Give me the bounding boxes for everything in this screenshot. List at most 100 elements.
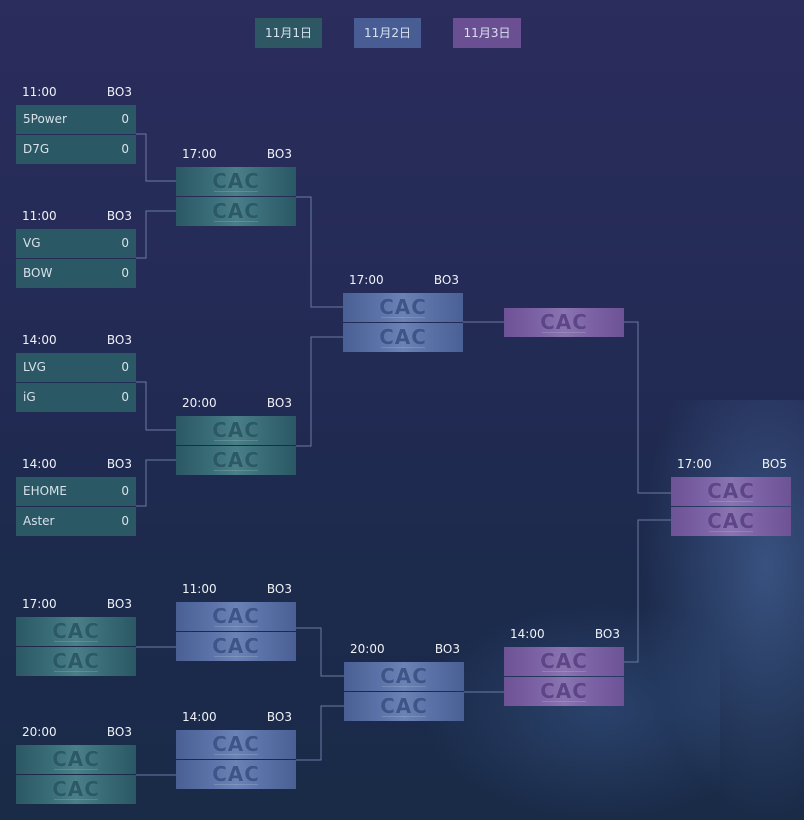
team-slot-tbd[interactable]: CAC xyxy=(16,617,136,646)
cac-logo: CAC xyxy=(212,634,260,658)
match-r2m2: 20:00 BO3 CAC CAC xyxy=(176,396,296,476)
match-r3m1: 17:00 BO3 CAC CAC xyxy=(343,273,463,353)
match-time: 20:00 xyxy=(350,642,385,656)
match-time: 14:00 xyxy=(182,710,217,724)
team-score: 0 xyxy=(121,142,129,156)
team-slot-tbd[interactable]: CAC xyxy=(16,745,136,774)
connector-r2m4 xyxy=(296,705,344,761)
cac-logo: CAC xyxy=(212,762,260,786)
match-r2m4: 14:00 BO3 CAC CAC xyxy=(176,710,296,790)
match-format: BO3 xyxy=(106,457,132,471)
team-slot-tbd[interactable]: CAC xyxy=(176,602,296,631)
team-score: 0 xyxy=(121,266,129,280)
match-r1m1: 11:00 BO3 5Power 0 D7G 0 xyxy=(16,85,136,165)
team-slot[interactable]: iG 0 xyxy=(16,383,136,412)
team-slot-tbd[interactable]: CAC xyxy=(16,775,136,804)
team-name: iG xyxy=(23,390,36,404)
match-r4m1: 14:00 BO3 CAC CAC xyxy=(504,627,624,707)
match-r1m6: 20:00 BO3 CAC CAC xyxy=(16,725,136,805)
match-header: 14:00 BO3 xyxy=(16,455,136,473)
team-slot[interactable]: EHOME 0 xyxy=(16,477,136,506)
match-r3m2: 20:00 BO3 CAC CAC xyxy=(344,642,464,722)
cac-logo: CAC xyxy=(212,732,260,756)
match-time: 14:00 xyxy=(510,627,545,641)
team-slot-tbd[interactable]: CAC xyxy=(176,730,296,759)
match-format: BO3 xyxy=(266,147,292,161)
team-slot-tbd[interactable]: CAC xyxy=(504,308,624,337)
team-name: VG xyxy=(23,236,41,250)
connector-r4b xyxy=(624,519,671,663)
match-format: BO3 xyxy=(266,710,292,724)
team-name: LVG xyxy=(23,360,46,374)
cac-logo: CAC xyxy=(540,310,588,334)
match-header: 14:00 BO3 xyxy=(504,625,624,643)
cac-logo: CAC xyxy=(212,199,260,223)
cac-logo: CAC xyxy=(212,169,260,193)
team-slot-tbd[interactable]: CAC xyxy=(344,662,464,691)
tab-day-1[interactable]: 11月1日 xyxy=(255,18,322,48)
team-name: 5Power xyxy=(23,112,67,126)
match-r4-winner-slot: CAC xyxy=(504,308,624,338)
match-time: 11:00 xyxy=(22,85,57,99)
team-slot[interactable]: BOW 0 xyxy=(16,259,136,288)
cac-logo: CAC xyxy=(540,679,588,703)
team-slot-tbd[interactable]: CAC xyxy=(176,197,296,226)
team-slot-tbd[interactable]: CAC xyxy=(344,692,464,721)
team-slot-tbd[interactable]: CAC xyxy=(671,477,791,506)
cac-logo: CAC xyxy=(379,325,427,349)
team-slot-tbd[interactable]: CAC xyxy=(671,507,791,536)
team-slot[interactable]: LVG 0 xyxy=(16,353,136,382)
team-slot-tbd[interactable]: CAC xyxy=(343,323,463,352)
tab-day-3[interactable]: 11月3日 xyxy=(453,18,521,48)
cac-logo: CAC xyxy=(212,448,260,472)
team-slot-tbd[interactable]: CAC xyxy=(176,167,296,196)
match-r2m3: 11:00 BO3 CAC CAC xyxy=(176,582,296,662)
match-time: 14:00 xyxy=(22,333,57,347)
team-slot[interactable]: Aster 0 xyxy=(16,507,136,536)
team-slot[interactable]: VG 0 xyxy=(16,229,136,258)
team-name: Aster xyxy=(23,514,55,528)
team-slot[interactable]: D7G 0 xyxy=(16,135,136,164)
cac-logo: CAC xyxy=(52,777,100,801)
tab-day-2[interactable]: 11月2日 xyxy=(354,18,421,48)
team-slot-tbd[interactable]: CAC xyxy=(176,416,296,445)
match-format: BO3 xyxy=(266,396,292,410)
connector-r2m2 xyxy=(296,336,343,447)
match-header: 17:00 BO5 xyxy=(671,455,791,473)
team-slot-tbd[interactable]: CAC xyxy=(16,647,136,676)
match-header: 11:00 BO3 xyxy=(16,83,136,101)
match-header: 11:00 BO3 xyxy=(176,580,296,598)
match-time: 14:00 xyxy=(22,457,57,471)
team-slot-tbd[interactable]: CAC xyxy=(176,760,296,789)
connector-r1m4 xyxy=(136,459,176,507)
cac-logo: CAC xyxy=(540,649,588,673)
match-format: BO3 xyxy=(106,597,132,611)
team-slot[interactable]: 5Power 0 xyxy=(16,105,136,134)
match-time: 17:00 xyxy=(677,457,712,471)
match-format: BO3 xyxy=(433,273,459,287)
match-time: 20:00 xyxy=(182,396,217,410)
team-score: 0 xyxy=(121,360,129,374)
match-time: 17:00 xyxy=(22,597,57,611)
match-r1m2: 11:00 BO3 VG 0 BOW 0 xyxy=(16,209,136,289)
match-format: BO5 xyxy=(761,457,787,471)
team-slot-tbd[interactable]: CAC xyxy=(343,293,463,322)
cac-logo: CAC xyxy=(52,649,100,673)
cac-logo: CAC xyxy=(212,604,260,628)
match-time: 17:00 xyxy=(349,273,384,287)
match-header: 14:00 BO3 xyxy=(176,708,296,726)
match-time: 11:00 xyxy=(182,582,217,596)
match-format: BO3 xyxy=(266,582,292,596)
team-slot-tbd[interactable]: CAC xyxy=(176,632,296,661)
match-format: BO3 xyxy=(106,725,132,739)
team-slot-tbd[interactable]: CAC xyxy=(176,446,296,475)
team-slot-tbd[interactable]: CAC xyxy=(504,677,624,706)
match-time: 17:00 xyxy=(182,147,217,161)
cac-logo: CAC xyxy=(379,295,427,319)
match-header: 20:00 BO3 xyxy=(16,723,136,741)
match-header: 14:00 BO3 xyxy=(16,331,136,349)
cac-logo: CAC xyxy=(380,664,428,688)
match-r2m1: 17:00 BO3 CAC CAC xyxy=(176,147,296,227)
team-slot-tbd[interactable]: CAC xyxy=(504,647,624,676)
cac-logo: CAC xyxy=(380,694,428,718)
